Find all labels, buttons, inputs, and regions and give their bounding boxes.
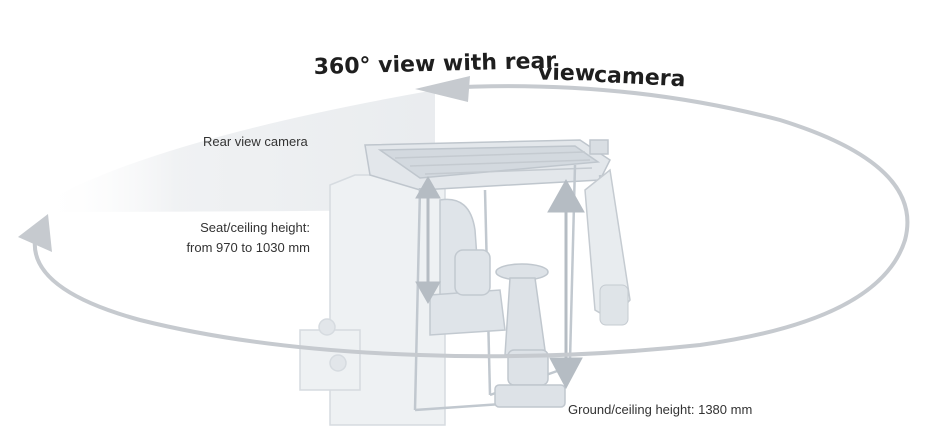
cab-roof bbox=[364, 139, 611, 191]
rear-camera-label: Rear view camera bbox=[203, 134, 308, 149]
seat-height-label: Seat/ceiling height: from 970 to 1030 mm bbox=[130, 218, 310, 258]
seat-ceiling-arrow bbox=[415, 175, 441, 305]
steering-column bbox=[494, 263, 566, 408]
machine-base bbox=[299, 174, 446, 426]
operator-seat bbox=[429, 198, 506, 336]
title-part-2: view bbox=[537, 60, 596, 87]
ground-ceiling-arrow bbox=[547, 178, 585, 390]
title-part-3: camera bbox=[593, 62, 687, 93]
ground-height-label: Ground/ceiling height: 1380 mm bbox=[568, 402, 753, 417]
orbit-arrow bbox=[32, 84, 910, 359]
page-title: 360° view with rear view camera bbox=[300, 48, 700, 93]
orbit-arrowhead-left bbox=[18, 214, 52, 252]
title-part-1: 360° view with rear bbox=[313, 48, 557, 80]
orbit-arrowhead-top bbox=[415, 76, 470, 102]
seat-height-line-2: from 970 to 1030 mm bbox=[186, 240, 310, 255]
camera-view-cone bbox=[40, 90, 435, 212]
seat-height-line-1: Seat/ceiling height: bbox=[200, 220, 310, 235]
